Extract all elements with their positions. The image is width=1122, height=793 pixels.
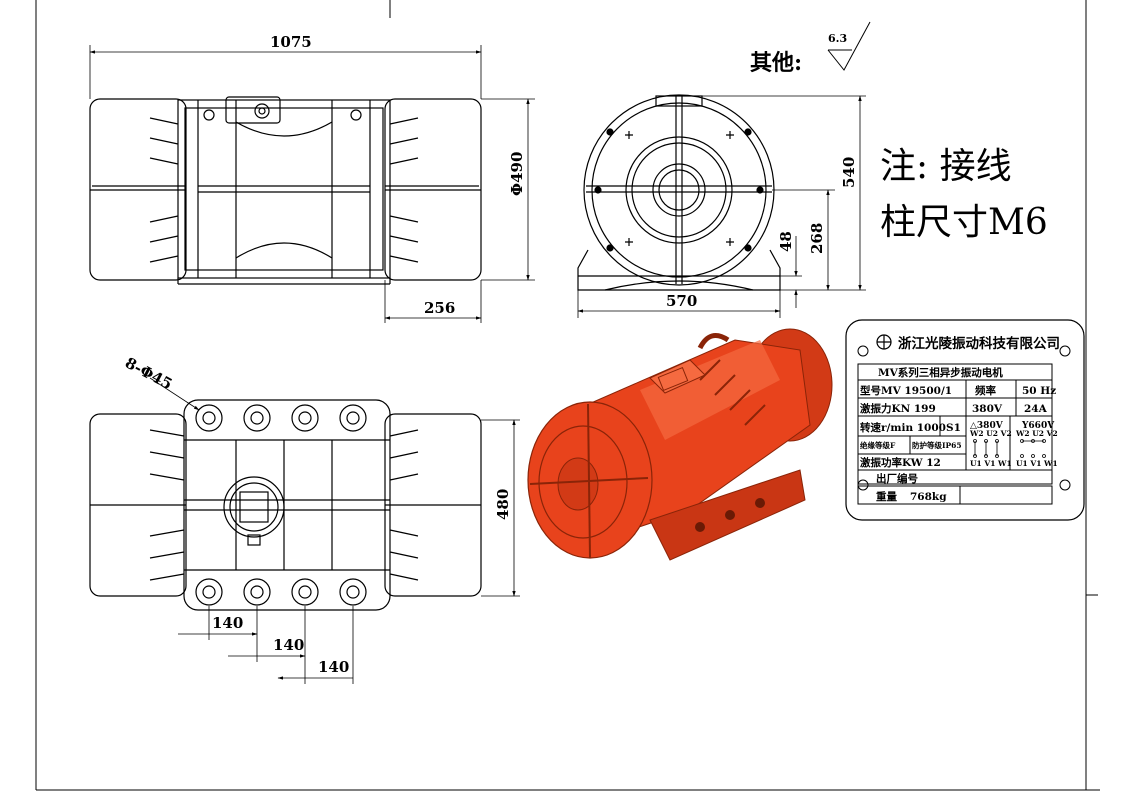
dim-foot-length-label: 480 (494, 489, 512, 520)
dim-pitch-2-label: 140 (273, 636, 304, 654)
dim-foot-thickness-label: 48 (777, 231, 795, 252)
dim-foot-offset (384, 280, 482, 323)
nameplate-duty: S1 (946, 422, 961, 434)
nameplate-speed: 转速r/min 1000 (860, 421, 946, 434)
dim-diameter-label: Φ490 (508, 152, 526, 196)
nameplate-power: 激振功率KW 12 (860, 456, 941, 469)
terminal-note-line1: 注: 接线 (880, 146, 1012, 187)
dim-pitch (178, 606, 354, 684)
nameplate-voltage: 380V (972, 403, 1003, 415)
surface-note-label: 其他: (750, 50, 802, 76)
side-view (89, 96, 482, 285)
company-logo (876, 334, 892, 350)
dim-foot-length (481, 419, 520, 597)
nameplate-star-bottom: U1 V1 W1 (1016, 459, 1058, 468)
dim-foot-width-label: 570 (666, 292, 697, 310)
top-view (89, 399, 482, 611)
nameplate-frequency-label: 频率 (975, 384, 996, 397)
nameplate-delta-bottom: U1 V1 W1 (970, 459, 1012, 468)
motor-render (527, 328, 833, 561)
nameplate-company: 浙江光陵振动科技有限公司 (898, 335, 1060, 352)
dim-foot-offset-label: 256 (424, 299, 455, 317)
nameplate-star: Y660V (1021, 421, 1055, 431)
terminal-note-line2: 柱尺寸M6 (880, 202, 1048, 243)
nameplate: 浙江光陵振动科技有限公司 MV系列三相异步振动电机 型号MV 19500/1 频… (845, 319, 1085, 521)
roughness-symbol (827, 21, 871, 71)
nameplate-current: 24A (1024, 403, 1048, 415)
dim-foot-thickness (780, 236, 802, 308)
roughness-value: 6.3 (828, 32, 847, 45)
nameplate-star-top: W2 U2 V2 (1015, 429, 1058, 438)
dim-center-height-label: 268 (808, 223, 826, 254)
dim-center-height (772, 189, 835, 291)
nameplate-force: 激振力KN 199 (860, 402, 936, 415)
dim-height-label: 540 (840, 157, 858, 188)
dim-length (89, 45, 482, 99)
nameplate-serial-label: 出厂编号 (876, 472, 918, 485)
nameplate-frequency-value: 50 Hz (1022, 385, 1056, 397)
dim-length-label: 1075 (270, 33, 312, 51)
dim-diameter (481, 98, 535, 281)
dim-bolt-holes-leader (149, 377, 200, 411)
dim-foot-width (577, 290, 781, 318)
dim-height (702, 95, 866, 291)
nameplate-title: MV系列三相异步振动电机 (878, 366, 1003, 379)
nameplate-insulation: 绝缘等级F (860, 440, 896, 450)
dim-pitch-1-label: 140 (212, 614, 243, 632)
nameplate-delta: △380V (970, 421, 1004, 431)
dim-pitch-3-label: 140 (318, 658, 349, 676)
wiring-diagram (973, 439, 1046, 458)
nameplate-protection: 防护等级IP65 (912, 440, 962, 450)
nameplate-weight-value: 768kg (910, 491, 947, 503)
dim-bolt-holes-label: 8-Φ45 (122, 354, 175, 394)
sheet-frame (35, 0, 1100, 791)
nameplate-model: 型号MV 19500/1 (860, 384, 952, 397)
nameplate-delta-top: W2 U2 V2 (969, 429, 1012, 438)
nameplate-weight-label: 重量 (876, 490, 897, 503)
end-view (577, 94, 781, 291)
